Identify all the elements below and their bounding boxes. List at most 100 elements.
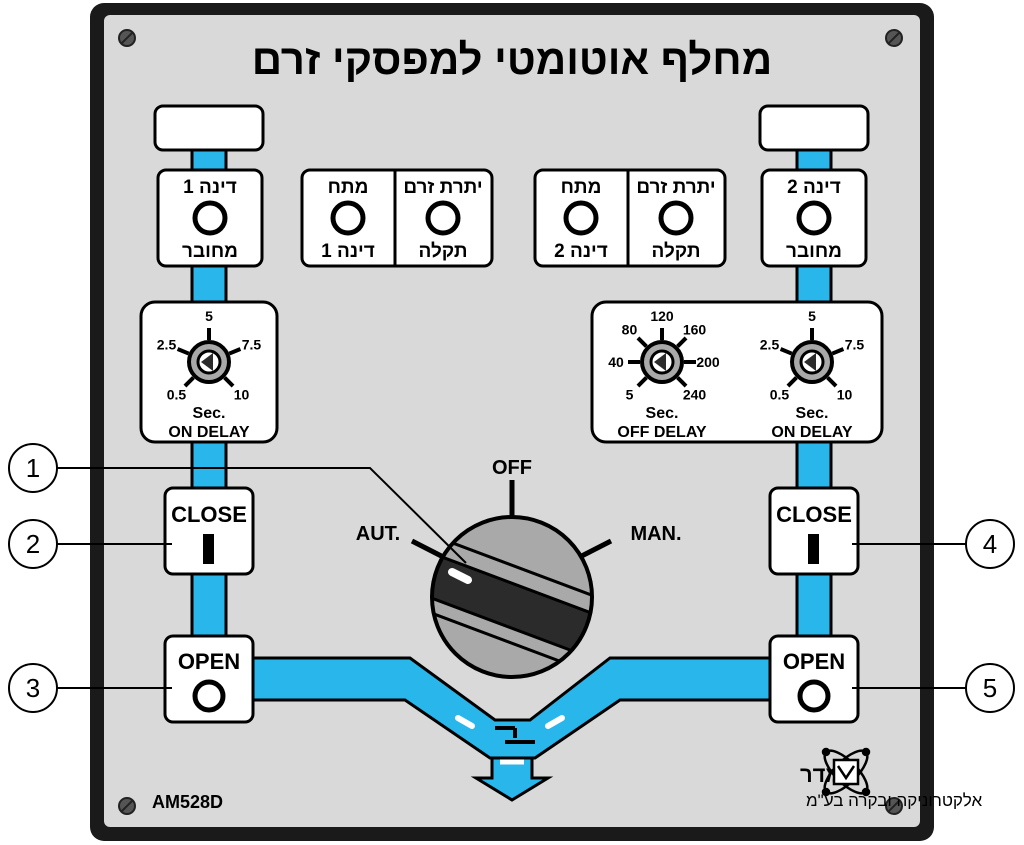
close-bar-icon (808, 534, 819, 564)
callout-1: 1 (8, 443, 58, 493)
busbar-dashes (455, 715, 565, 729)
dial-tick-label: 200 (696, 354, 720, 370)
gen1-overcurrent-bottom: תקלה (418, 241, 467, 262)
svg-text:1: 1 (26, 453, 40, 483)
gen2-connected-indicator: דינה 2 מחובר (760, 168, 868, 268)
gen2-on-delay-unit: Sec. (796, 405, 829, 422)
dial-tick (228, 347, 242, 356)
open-button-lamp (192, 679, 226, 713)
gen1-overcurrent-top: יתרת זרם (403, 177, 482, 198)
dial-tick-label: 80 (622, 321, 638, 337)
gen2-off-delay-unit: Sec. (646, 405, 679, 422)
gen1-voltage-bottom: דינה 1 (321, 241, 375, 262)
gen2-voltage-top: מתח (561, 177, 602, 198)
callout-4: 4 (965, 519, 1015, 569)
gen1-open-button[interactable]: OPEN (163, 634, 255, 724)
dial-tick-label: 5 (808, 308, 816, 324)
gen2-open-button[interactable]: OPEN (768, 634, 860, 724)
gen1-close-label: CLOSE (171, 502, 247, 527)
gen1-close-button[interactable]: CLOSE (163, 486, 255, 576)
dial-tick-label: 0.5 (167, 387, 187, 403)
gen2-overcurrent-lamp (658, 200, 694, 236)
gen2-on-delay-label: ON DELAY (771, 424, 853, 441)
gen2-overcurrent-top: יתרת זרם (636, 177, 715, 198)
gen2-connected-lamp (796, 200, 832, 236)
breaker-symbol-icon (495, 726, 535, 744)
svg-text:5: 5 (983, 673, 997, 703)
screw-icon (118, 29, 903, 815)
blank-label-gen1 (153, 104, 265, 152)
dial-tick (786, 376, 798, 388)
gen1-open-label: OPEN (178, 649, 240, 674)
dial-tick (826, 376, 838, 388)
dial-tick (676, 336, 688, 348)
gen1-voltage-lamp (330, 200, 366, 236)
dial-tick (176, 347, 190, 356)
open-button-lamp (797, 679, 831, 713)
gen1-connected-lamp (192, 200, 228, 236)
panel-title: מחלף אוטומטי למפסקי זרם (252, 36, 772, 83)
gen2-on-delay-knob[interactable]: 0.52.557.510 (760, 308, 865, 403)
dial-pointer-icon (201, 353, 213, 371)
callout-2: 2 (8, 519, 58, 569)
svg-text:4: 4 (983, 529, 997, 559)
dial-tick (636, 376, 648, 388)
dial-tick (636, 336, 648, 348)
gen1-on-delay-label: ON DELAY (168, 424, 250, 441)
gen1-connected-top: דינה 1 (183, 177, 237, 198)
mode-label-aut: AUT. (356, 523, 400, 545)
gen2-voltage-lamp (563, 200, 599, 236)
gen2-delay-plate (590, 300, 884, 444)
gen1-on-delay-knob[interactable]: 0.5 2.5 5 7.5 10 (157, 308, 262, 403)
dial-tick-label: 7.5 (845, 336, 865, 352)
output-arrow-icon (470, 756, 554, 802)
mode-label-off: OFF (492, 457, 532, 479)
callout-5: 5 (965, 663, 1015, 713)
gen1-status-group: מתח דינה 1 יתרת זרם תקלה (300, 168, 494, 268)
gen1-voltage-top: מתח (328, 177, 369, 198)
mode-knob-pointer (448, 568, 472, 584)
dial-tick (183, 376, 195, 388)
gen2-open-label: OPEN (783, 649, 845, 674)
brand-logo-icon (821, 747, 871, 797)
gen2-connected-bottom: מחובר (786, 241, 842, 262)
gen1-overcurrent-lamp (425, 200, 461, 236)
model-number: AM528D (152, 792, 223, 812)
gen1-connected-indicator: דינה 1 מחובר (156, 168, 264, 268)
dial-tick-label: 10 (837, 387, 853, 403)
svg-text:2: 2 (26, 529, 40, 559)
brand-tagline: אלקטרוניקה ובקרה בע"מ (806, 791, 982, 810)
dial-tick (676, 376, 688, 388)
gen2-status-group: מתח דינה 2 יתרת זרם תקלה (533, 168, 727, 268)
callout-leaders (56, 467, 966, 689)
dial-tick-label: 10 (234, 387, 250, 403)
dial-tick-label: 5 (205, 308, 213, 324)
gen2-off-delay-label: OFF DELAY (617, 424, 707, 441)
dial-tick-label: 240 (683, 387, 707, 403)
gen2-voltage-bottom: דינה 2 (554, 241, 608, 262)
dial-tick-label: 7.5 (242, 336, 262, 352)
dial-tick-label: 2.5 (157, 336, 177, 352)
mode-label-man: MAN. (630, 523, 681, 545)
blank-label-gen2 (758, 104, 870, 152)
dial-tick-label: 160 (683, 321, 707, 337)
gen2-off-delay-knob[interactable]: 5 40 80 120 160 200 240 (608, 308, 720, 403)
close-bar-icon (203, 534, 214, 564)
gen1-on-delay-unit: Sec. (193, 405, 226, 422)
dial-pointer-icon (654, 353, 666, 371)
mode-selector-switch[interactable]: AUT. OFF MAN. (356, 457, 682, 680)
gen2-close-label: CLOSE (776, 502, 852, 527)
dial-tick-label: 40 (608, 354, 624, 370)
gen2-overcurrent-bottom: תקלה (651, 241, 700, 262)
gen2-close-button[interactable]: CLOSE (768, 486, 860, 576)
dial-tick (223, 376, 235, 388)
dial-tick (831, 347, 845, 356)
gen2-connected-top: דינה 2 (787, 177, 841, 198)
dial-tick-label: 0.5 (770, 387, 790, 403)
gen1-connected-bottom: מחובר (182, 241, 238, 262)
dial-tick-label: 5 (626, 387, 634, 403)
svg-text:3: 3 (26, 673, 40, 703)
dial-tick (779, 347, 793, 356)
dial-tick-label: 120 (650, 308, 674, 324)
